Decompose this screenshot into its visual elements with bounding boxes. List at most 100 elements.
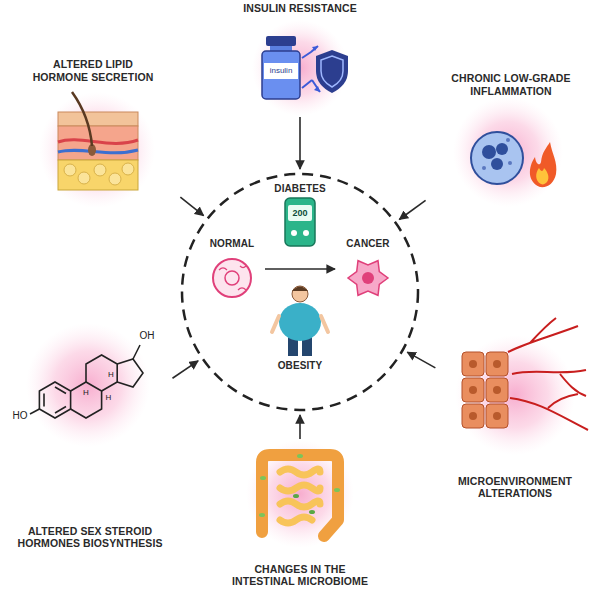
ring-a [39,382,70,418]
factor-title: ALTERED SEX STEROID HORMONES BIOSYNTHESI… [10,525,170,550]
organelles [219,266,246,290]
vein [58,150,138,153]
meter-reading: 200 [292,209,307,218]
glow [39,92,155,208]
blood-vessels [508,318,588,430]
insulin-bottle-icon [262,36,348,99]
bottle-label [264,63,298,79]
fat-cell [122,163,134,175]
atom-label: H [106,394,112,402]
factor-title: INSULIN RESISTANCE [243,2,357,15]
hair [72,92,92,146]
granule [482,166,486,170]
hydroxyl-bond [30,409,39,414]
skin-section-icon [58,92,138,190]
epidermis [58,112,138,126]
cancer-cell [348,261,388,296]
condition-node: CANCER [338,238,398,300]
cancer-cell-icon [348,261,388,296]
arrow-connector [172,361,198,378]
condition-label: CANCER [346,238,389,250]
small-intestine [280,469,320,523]
fat-cell [64,164,76,176]
factor-node: CHANGES IN THE INTESTINAL MICROBIOME [200,442,400,588]
cell-nucleus [225,271,239,285]
nucleus-lobe [491,158,503,170]
intestine-icon [259,454,340,536]
fat-layer [58,160,138,190]
obese-person-icon [272,286,328,356]
arrow-connector [299,117,301,169]
ring-b [71,382,102,418]
body [279,303,321,341]
immune-cell [471,132,523,184]
tissue-cell [462,404,484,428]
cell-nucleus [469,412,477,420]
artery [58,140,138,144]
factor-title: CHANGES IN THE INTESTINAL MICROBIOME [223,563,378,588]
glow [26,323,150,447]
bottle-cap [266,36,296,46]
shield-inner [321,56,343,87]
arrow-connector [299,415,301,439]
nucleus-lobe [496,143,508,155]
factor-node: ALTERED SEX STEROID HORMONES BIOSYNTHESI… [10,318,170,550]
flame-core [536,168,548,184]
factor-title: CHRONIC LOW-GRADE INFLAMMATION [444,72,579,97]
condition-label: DIABETES [274,183,325,195]
shield-icon [316,50,348,93]
blocked-arrows [302,46,320,92]
factor-node: CHRONIC LOW-GRADE INFLAMMATION [428,72,594,204]
cell-nucleus [469,386,477,394]
atom-label: HO [13,411,28,421]
factor-title: ALTERED LIPID HORMONE SECRETION [26,58,161,83]
atom-label: H [108,371,114,379]
arrow-heads [312,46,320,92]
condition-node: OBESITY [265,282,335,372]
fat-cell [109,173,121,185]
atom-label: OH [140,331,155,341]
atom-label: H [83,389,89,397]
normal-cell-icon [213,259,251,297]
meter-button [303,230,309,236]
inflammation-icon [471,132,556,187]
ring-c [86,355,117,391]
condition-node: NORMAL [202,238,262,300]
condition-label: NORMAL [210,238,254,250]
glow [455,335,575,455]
microbe [293,494,299,498]
tissue-cell [486,404,508,428]
arms [272,316,328,332]
tissue-microenvironment-icon [462,318,588,430]
microbe [260,476,266,480]
hydroxyl-bond [133,345,140,359]
cell-nucleus [493,360,501,368]
factor-node: ALTERED LIPID HORMONE SECRETION [8,58,178,198]
microbe [334,488,340,492]
factor-node: MICROENVIRONMENT ALTERATIONS [438,325,592,500]
glow [252,20,348,116]
head [292,286,308,302]
bottle-body [262,51,300,99]
cell-nucleus [362,272,374,284]
glow [453,97,563,207]
nucleus-lobe [482,145,496,159]
meter-screen [288,205,312,221]
tissue-cell [486,378,508,402]
tissue-cell [462,378,484,402]
meter-button [291,230,297,236]
aromatic-bonds [44,387,66,413]
granule [508,161,512,165]
tissue-cell [462,352,484,376]
microbe [309,510,315,514]
cell-nucleus [493,412,501,420]
condition-label: OBESITY [278,360,323,372]
factor-node: INSULIN RESISTANCE [235,2,365,114]
arrow-connector [180,197,203,215]
dashed-outline [182,174,418,410]
cell-nucleus [493,386,501,394]
microbe [297,454,303,458]
bottle-label-text: insulin [270,67,293,75]
fat-cell [94,164,106,176]
